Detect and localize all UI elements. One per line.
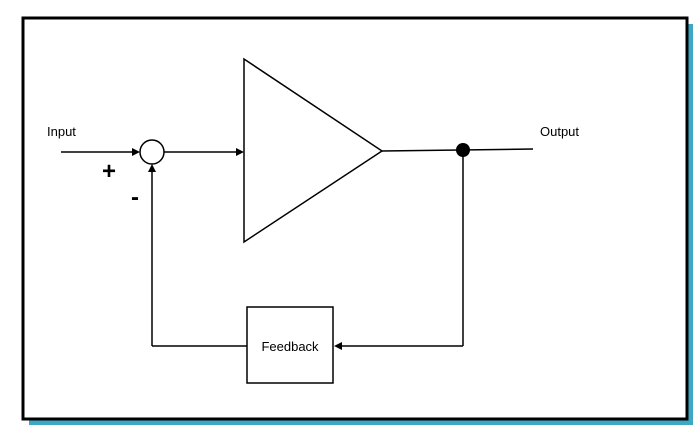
summing-junction <box>139 139 165 165</box>
minus-sign: - <box>131 184 139 211</box>
feedback-label: Feedback <box>261 339 319 354</box>
feedback-block-arrowhead <box>334 342 342 350</box>
plus-sign: + <box>102 158 116 185</box>
amplifier-input-arrowhead <box>236 148 244 156</box>
junction-feedback-arrowhead <box>148 164 156 172</box>
input-arrowhead <box>132 148 140 156</box>
feedback-block <box>246 306 334 384</box>
output-label: Output <box>540 124 579 139</box>
input-label: Input <box>47 124 76 139</box>
amplifier-triangle <box>243 57 384 244</box>
frame-border <box>21 16 689 421</box>
